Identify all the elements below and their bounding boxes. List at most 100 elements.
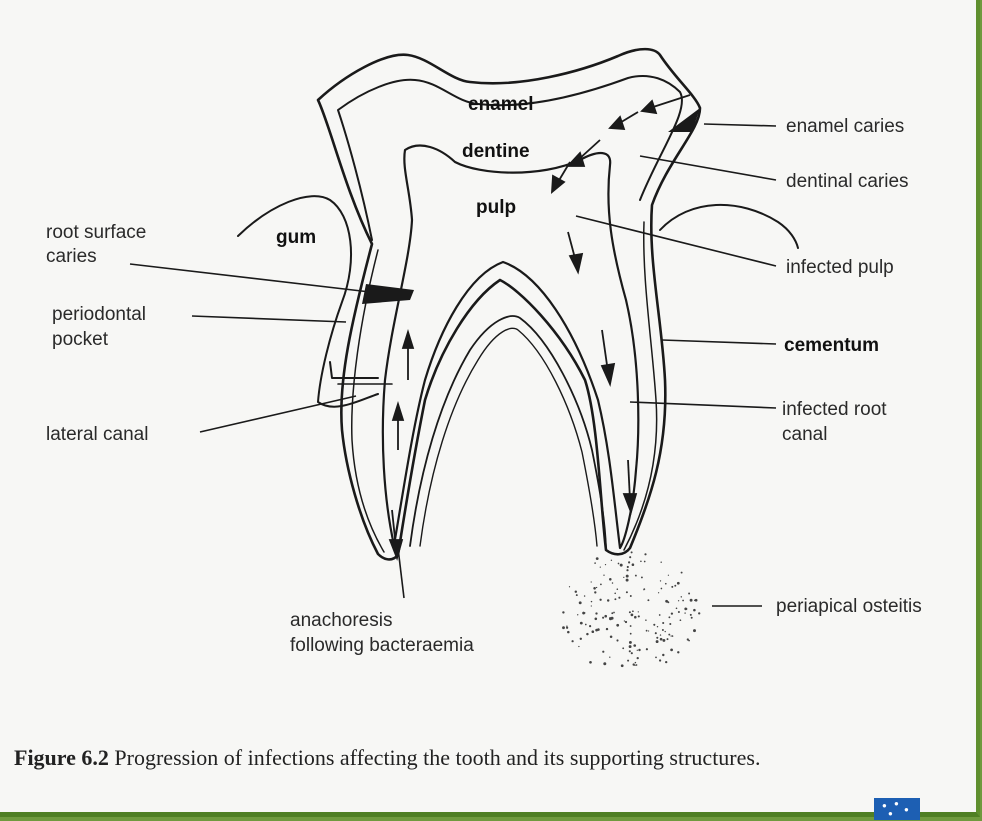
speckle	[635, 664, 638, 666]
speckle	[662, 638, 666, 642]
speckle	[677, 610, 680, 614]
speckle	[656, 636, 659, 639]
speckle	[589, 625, 592, 628]
speckle	[666, 638, 669, 641]
speckle	[634, 644, 637, 647]
speckle	[670, 635, 672, 637]
speckle	[623, 576, 625, 579]
speckle	[610, 559, 613, 561]
speckle	[677, 600, 680, 602]
speckle	[645, 629, 648, 632]
speckle	[637, 611, 639, 613]
speckle	[662, 653, 665, 657]
arrow-root-left-2-head	[391, 400, 405, 421]
speckle	[567, 630, 570, 634]
speckle	[583, 595, 586, 597]
speckle	[599, 566, 601, 568]
speckle	[609, 578, 612, 581]
speckle	[562, 626, 565, 630]
speckle	[603, 662, 607, 666]
enamel-dentine-junction	[337, 74, 683, 241]
enamel-caries	[668, 108, 700, 132]
caption-text: Progression of infections affecting the …	[114, 745, 761, 770]
leader-periodontal-pocket	[191, 315, 347, 323]
tooth-diagram: enamel dentine pulp gum enamel caries de…	[46, 47, 922, 668]
leader-root-surface-caries	[129, 263, 371, 293]
speckle	[629, 595, 632, 597]
speckle	[665, 599, 668, 603]
furcation	[409, 315, 607, 549]
root-surface-caries	[362, 284, 414, 304]
speckle	[616, 623, 620, 627]
speckle	[619, 563, 623, 567]
arrow-dentine-2	[557, 161, 571, 183]
speckle	[629, 556, 632, 559]
leader-cementum	[661, 339, 777, 345]
speckle	[659, 580, 662, 582]
speckle	[686, 638, 689, 641]
speckle	[636, 649, 638, 651]
speckle	[625, 591, 628, 594]
speckle	[655, 640, 659, 644]
speckle	[670, 612, 674, 615]
speckle	[629, 625, 632, 627]
label-enamel: enamel	[468, 94, 533, 115]
speckle	[577, 614, 579, 616]
corner-badge: ● ● ● ●	[874, 798, 920, 820]
speckle	[634, 661, 637, 664]
speckle	[640, 576, 643, 579]
speckle	[610, 616, 614, 620]
speckle	[566, 625, 568, 627]
speckle	[624, 620, 628, 624]
speckle	[677, 651, 680, 654]
speckle	[578, 601, 582, 605]
speckle	[603, 574, 605, 576]
speckle	[684, 612, 686, 614]
speckle	[637, 615, 640, 618]
speckle	[630, 652, 633, 655]
speckle	[657, 592, 660, 594]
speckle	[645, 619, 647, 621]
speckle	[562, 611, 565, 614]
speckle	[628, 561, 631, 564]
leader-anachoresis	[397, 547, 405, 599]
speckle	[669, 622, 672, 626]
speckle	[595, 612, 598, 615]
label-enamel-caries: enamel caries	[786, 116, 904, 137]
speckle	[671, 585, 674, 588]
speckle	[571, 640, 574, 643]
speckle	[591, 630, 595, 634]
speckle	[647, 599, 650, 602]
speckle	[644, 553, 647, 556]
pulp-chamber	[381, 144, 640, 550]
arrow-root-right-1-head	[600, 362, 616, 387]
speckle	[628, 645, 632, 649]
speckle	[609, 656, 611, 658]
gum-left	[237, 195, 379, 408]
label-anachoresis-line2: following bacteraemia	[290, 635, 474, 656]
speckle	[660, 561, 662, 563]
speckle	[614, 592, 616, 595]
speckle	[589, 660, 592, 664]
speckle	[654, 632, 657, 635]
speckle	[690, 616, 693, 619]
speckle	[622, 647, 625, 650]
speckle	[574, 590, 578, 593]
speckle	[632, 610, 634, 613]
speckle	[655, 656, 657, 659]
speckle	[599, 598, 602, 601]
arrow-root-right-2-head	[622, 493, 638, 515]
speckle	[617, 562, 620, 565]
speckle	[689, 598, 693, 602]
arrow-crown-1-head	[640, 99, 658, 115]
speckle	[675, 607, 678, 610]
speckle	[594, 617, 598, 621]
speckle	[640, 560, 642, 563]
speckle	[629, 632, 632, 635]
cementum-line-left	[351, 249, 385, 553]
speckle	[575, 594, 578, 597]
speckle	[609, 635, 613, 638]
leader-infected-pulp	[575, 215, 777, 267]
leader-enamel-caries	[703, 123, 777, 127]
speckle	[668, 616, 671, 619]
